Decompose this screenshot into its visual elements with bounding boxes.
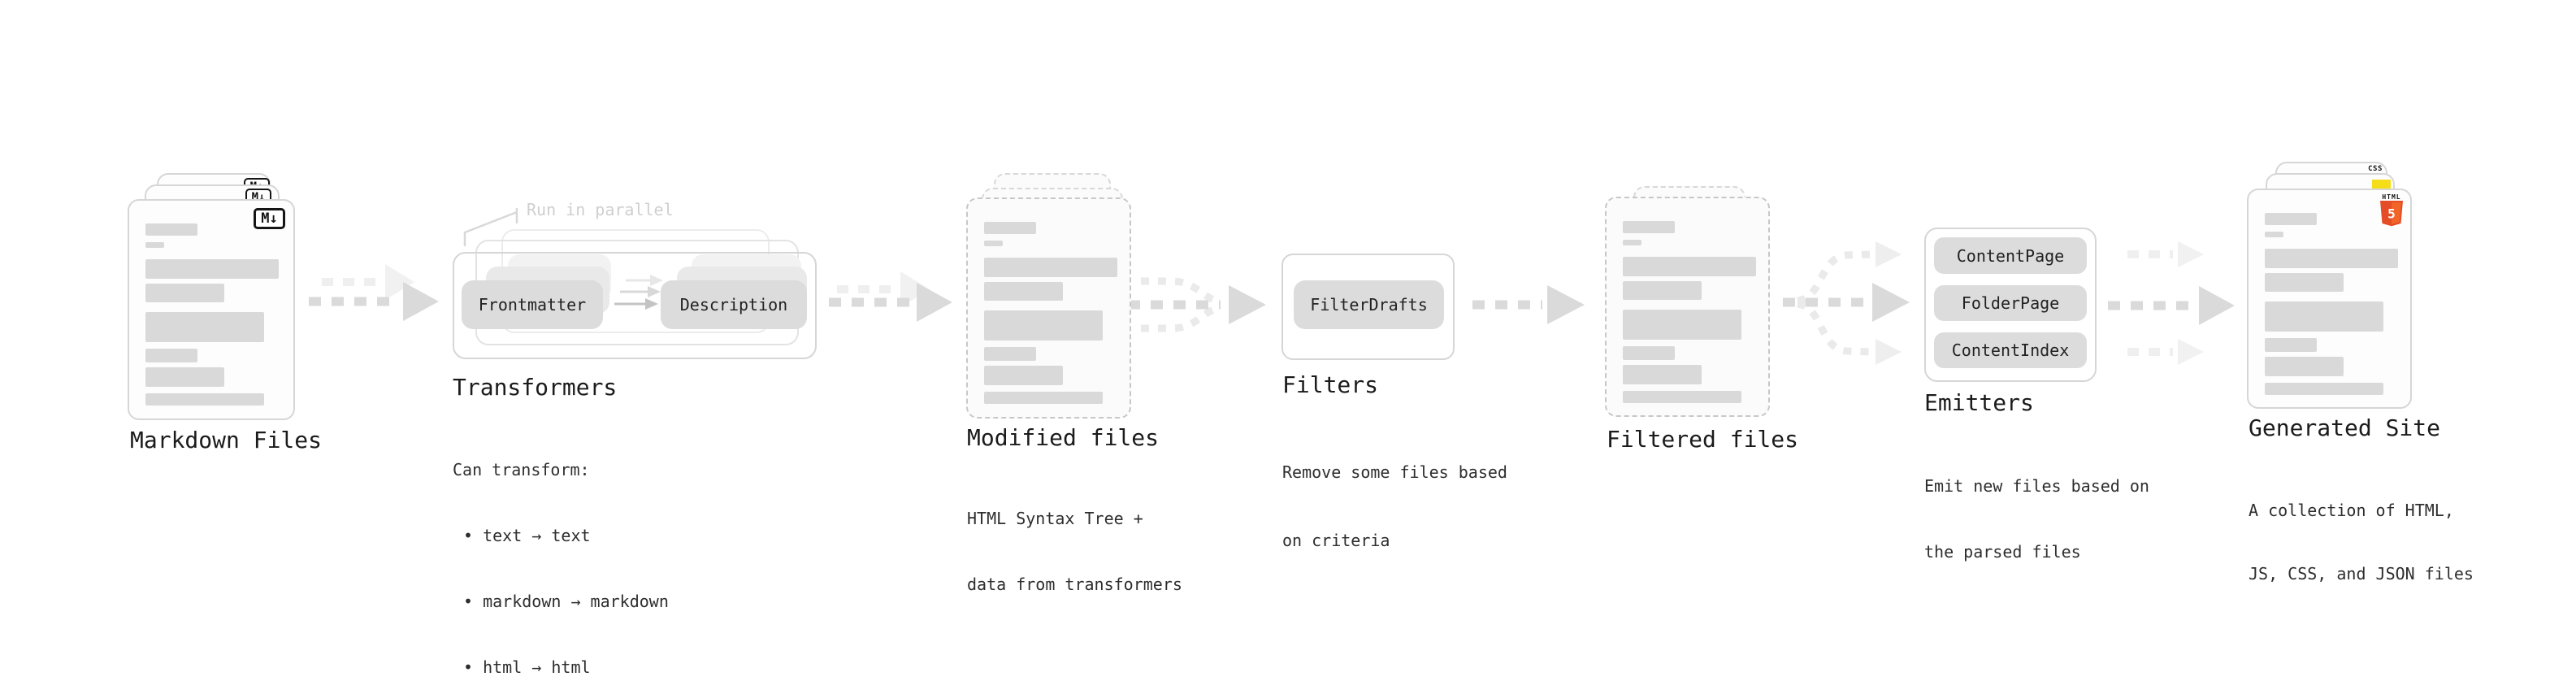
- placeholder-bar: [1623, 365, 1702, 384]
- placeholder-bar: [1623, 240, 1641, 245]
- markdown-doc-front: M↓: [128, 199, 295, 420]
- transformer-pill-frontmatter: Frontmatter: [462, 280, 603, 329]
- placeholder-bar: [145, 259, 279, 279]
- filtered-doc-front: [1605, 197, 1770, 417]
- desc-line: data from transformers: [967, 575, 1182, 594]
- stage-desc-generated-site: A collection of HTML, JS, CSS, and JSON …: [2249, 458, 2474, 627]
- desc-line: A collection of HTML,: [2249, 501, 2454, 520]
- stage-label-generated-site: Generated Site: [2249, 414, 2441, 441]
- placeholder-bar: [984, 241, 1003, 246]
- placeholder-bar: [145, 284, 224, 302]
- doc-text-placeholders: [984, 222, 1117, 404]
- placeholder-bar: [984, 347, 1036, 361]
- svg-text:5: 5: [2387, 206, 2396, 222]
- arrow-transformers-to-modified: [829, 271, 952, 322]
- placeholder-bar: [2265, 232, 2283, 237]
- placeholder-bar: [1623, 391, 1741, 403]
- placeholder-bar: [2265, 338, 2317, 352]
- arrow-markdown-to-transformers: [309, 264, 439, 321]
- stage-label-filtered-files: Filtered files: [1607, 426, 1799, 453]
- placeholder-bar: [1623, 221, 1675, 233]
- placeholder-bar: [984, 222, 1036, 234]
- filter-pill-filterdrafts: FilterDrafts: [1294, 280, 1444, 329]
- desc-line: Can transform:: [453, 460, 590, 479]
- placeholder-bar: [2265, 213, 2317, 225]
- stage-label-markdown-files: Markdown Files: [130, 427, 323, 453]
- markdown-badge: M↓: [254, 208, 285, 229]
- placeholder-bar: [984, 310, 1103, 340]
- stage-desc-transformers: Can transform: • text → text • markdown …: [453, 415, 669, 681]
- placeholder-bar: [2265, 273, 2344, 292]
- placeholder-bar: [145, 242, 164, 248]
- placeholder-bar: [1623, 257, 1756, 276]
- placeholder-bar: [984, 258, 1117, 277]
- placeholder-bar: [2265, 249, 2398, 268]
- transformer-pill-description: Description: [661, 280, 807, 329]
- html5-badge-label: HTML: [2382, 193, 2401, 201]
- arrow-filters-to-filtered: [1472, 285, 1585, 324]
- stage-desc-filters: Remove some files based on criteria: [1282, 415, 1507, 597]
- desc-line: Remove some files based: [1282, 462, 1507, 482]
- doc-text-placeholders: [145, 223, 279, 406]
- stage-desc-modified-files: HTML Syntax Tree + data from transformer…: [967, 464, 1182, 640]
- placeholder-bar: [145, 223, 197, 236]
- placeholder-bar: [1623, 310, 1741, 340]
- placeholder-bar: [984, 392, 1103, 404]
- placeholder-bar: [984, 282, 1063, 301]
- emitter-pill-contentindex: ContentIndex: [1934, 332, 2087, 368]
- placeholder-bar: [145, 349, 197, 362]
- emitter-pill-folderpage: FolderPage: [1934, 285, 2087, 321]
- placeholder-bar: [2265, 301, 2383, 332]
- arrow-modified-to-filters-converge: [1128, 277, 1266, 332]
- desc-line: on criteria: [1282, 531, 1390, 550]
- js-badge: [2372, 180, 2391, 189]
- desc-line: HTML Syntax Tree +: [967, 509, 1143, 528]
- arrow-emitters-to-generated: [2108, 241, 2235, 365]
- desc-bullet: • markdown → markdown: [463, 592, 669, 611]
- placeholder-bar: [2265, 357, 2344, 376]
- placeholder-bar: [984, 366, 1063, 385]
- doc-text-placeholders: [2265, 213, 2398, 395]
- desc-line: Emit new files based on: [1924, 476, 2149, 496]
- stage-label-modified-files: Modified files: [967, 424, 1160, 451]
- desc-line: JS, CSS, and JSON files: [2249, 564, 2474, 583]
- stage-label-filters: Filters: [1282, 371, 1379, 398]
- placeholder-bar: [145, 393, 264, 406]
- doc-text-placeholders: [1623, 221, 1756, 403]
- generated-doc-front: HTML 5: [2247, 189, 2412, 409]
- placeholder-bar: [2265, 383, 2383, 395]
- placeholder-bar: [145, 312, 264, 342]
- html5-badge: HTML 5: [2379, 193, 2404, 227]
- placeholder-bar: [1623, 346, 1675, 360]
- transformer-frame-front: [453, 252, 817, 359]
- stage-desc-emitters: Emit new files based on the parsed files: [1924, 432, 2149, 607]
- arrow-filtered-to-emitters-diverge: [1783, 241, 1910, 365]
- stage-label-emitters: Emitters: [1924, 389, 2034, 416]
- modified-doc-front: [966, 197, 1131, 419]
- css-badge-label: CSS: [2368, 165, 2383, 173]
- placeholder-bar: [145, 367, 224, 387]
- run-in-parallel-annotation: Run in parallel: [527, 200, 674, 219]
- stage-label-transformers: Transformers: [453, 374, 618, 401]
- html5-shield-icon: 5: [2380, 201, 2403, 227]
- desc-bullet: • text → text: [463, 526, 591, 545]
- desc-bullet: • html → html: [463, 657, 591, 677]
- emitter-pill-contentpage: ContentPage: [1934, 237, 2087, 274]
- desc-line: the parsed files: [1924, 542, 2081, 562]
- placeholder-bar: [1623, 281, 1702, 300]
